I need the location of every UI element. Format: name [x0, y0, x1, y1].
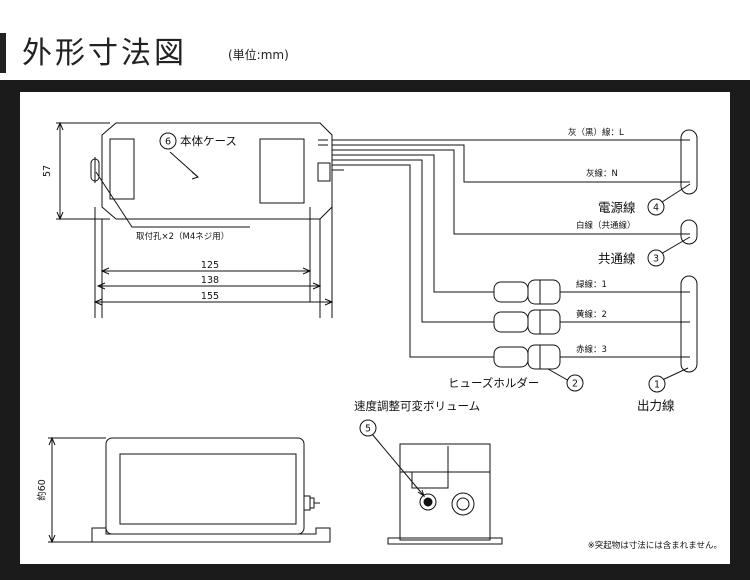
fuse-holder-label: ヒューズホルダー [448, 376, 539, 390]
mount-holes-label: 取付孔×2（M4ネジ用） [136, 231, 229, 242]
wire-red [332, 164, 494, 358]
front-base [387, 537, 503, 545]
output-line-bracket [680, 275, 698, 373]
unit-label: (単位:mm) [228, 48, 289, 62]
volume-knob-outer [419, 493, 437, 511]
wire-label-green: 緑線：1 [576, 279, 607, 290]
front-body-outline [399, 443, 491, 541]
body-window-left [109, 138, 135, 200]
diagram-panel: 6 本体ケース 57 取付孔×2（M4ネジ用） 125 138 155 灰（黒）… [20, 92, 730, 564]
callout-6-circle [159, 132, 177, 150]
callout-1: 1 [654, 380, 660, 391]
height-dim-label: 57 [42, 165, 53, 177]
fuse-holder-3 [493, 344, 561, 370]
common-line-bracket [680, 219, 698, 245]
callout-5-circle [359, 419, 377, 437]
side-base-bracket [91, 527, 331, 543]
wire-white [332, 149, 690, 235]
dim-155-label: 155 [201, 291, 219, 302]
wire-label-yellow: 黄線：2 [576, 309, 607, 320]
callout-4-circle [647, 198, 665, 216]
wire-label-white: 白線（共通線） [576, 220, 636, 231]
body-label: 本体ケース [180, 134, 237, 148]
protrusion-note: ※突起物は寸法には含まれません。 [588, 540, 722, 551]
mount-hole-leader [95, 171, 250, 228]
header-accent-bar [0, 33, 6, 73]
wire-yellow [332, 159, 494, 323]
page-header: 外形寸法図 (単位:mm) [0, 0, 750, 80]
common-line-label: 共通線 [598, 251, 636, 266]
side-panel [119, 453, 297, 525]
fuse-holder-2 [493, 309, 561, 335]
wire-label-gray-black: 灰（黒）線：L [568, 127, 624, 138]
front-label-plate [411, 471, 449, 489]
callout-1-circle [648, 375, 666, 393]
dim-125-label: 125 [201, 260, 219, 271]
side-height-label: 約60 [36, 479, 48, 501]
fuse-holder-1 [493, 279, 561, 305]
wire-label-red: 赤線：3 [576, 344, 607, 355]
terminal-block [317, 162, 331, 182]
page-title: 外形寸法図 [22, 36, 187, 71]
speed-volume-label: 速度調整可変ボリューム [354, 399, 480, 413]
side-terminal [303, 495, 311, 511]
wire-label-gray: 灰線：N [586, 168, 618, 179]
wire-gray [332, 144, 690, 183]
callout-3-circle [647, 249, 665, 267]
callout-2-circle [566, 374, 584, 392]
front-cable-grommet [451, 492, 475, 516]
power-line-bracket [680, 129, 698, 195]
callout-3: 3 [653, 254, 659, 265]
dimension-drawing: 6 本体ケース 57 取付孔×2（M4ネジ用） 125 138 155 灰（黒）… [36, 121, 722, 551]
callout-2: 2 [572, 379, 578, 390]
side-body-outline [105, 437, 305, 535]
callout-5: 5 [365, 424, 371, 435]
power-line-label: 電源線 [598, 200, 636, 215]
output-line-label: 出力線 [637, 398, 675, 413]
callout-6: 6 [165, 137, 171, 148]
wire-green [332, 154, 494, 293]
callout-4: 4 [653, 203, 659, 214]
body-window-right [259, 138, 305, 204]
dim-138-label: 138 [201, 275, 219, 286]
volume-knob-center [424, 498, 432, 506]
diagram-frame: 6 本体ケース 57 取付孔×2（M4ネジ用） 125 138 155 灰（黒）… [0, 80, 750, 580]
